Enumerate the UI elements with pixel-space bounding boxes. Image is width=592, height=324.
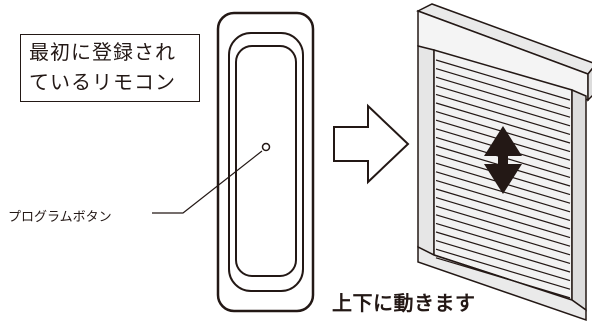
caption: 上下に動きます <box>332 291 476 315</box>
shutter-slat <box>435 205 571 247</box>
shutter-slat <box>435 102 571 144</box>
shutter-slat <box>435 188 571 230</box>
shutter-slat <box>435 248 571 290</box>
leader-line <box>152 150 263 214</box>
shutter-slat <box>435 240 571 282</box>
shutter-slats <box>435 59 571 299</box>
program-button-icon[interactable] <box>261 142 271 152</box>
remote-control-icon <box>216 11 315 313</box>
program-button-label: プログラムボタン <box>8 210 112 225</box>
hollow-arrow-right-icon <box>333 103 410 185</box>
shutter-slat <box>435 197 571 239</box>
shutter-slat <box>435 76 571 118</box>
callout-line-1: 最初に登録され <box>29 40 176 64</box>
shutter-slat <box>435 222 571 264</box>
callout-box: 最初に登録され ているリモコン <box>20 34 200 102</box>
shutter-slat <box>435 179 571 221</box>
callout-line-2: ているリモコン <box>29 70 176 94</box>
double-arrow-updown-icon <box>484 126 522 194</box>
shutter-slat <box>435 68 571 110</box>
shutter-slat <box>435 257 571 299</box>
shutter-slat <box>435 59 571 101</box>
shutter-slat <box>435 231 571 273</box>
roller-shutter-icon <box>416 3 592 322</box>
shutter-slat <box>435 214 571 256</box>
shutter-slat <box>435 93 571 135</box>
shutter-slat <box>435 85 571 127</box>
